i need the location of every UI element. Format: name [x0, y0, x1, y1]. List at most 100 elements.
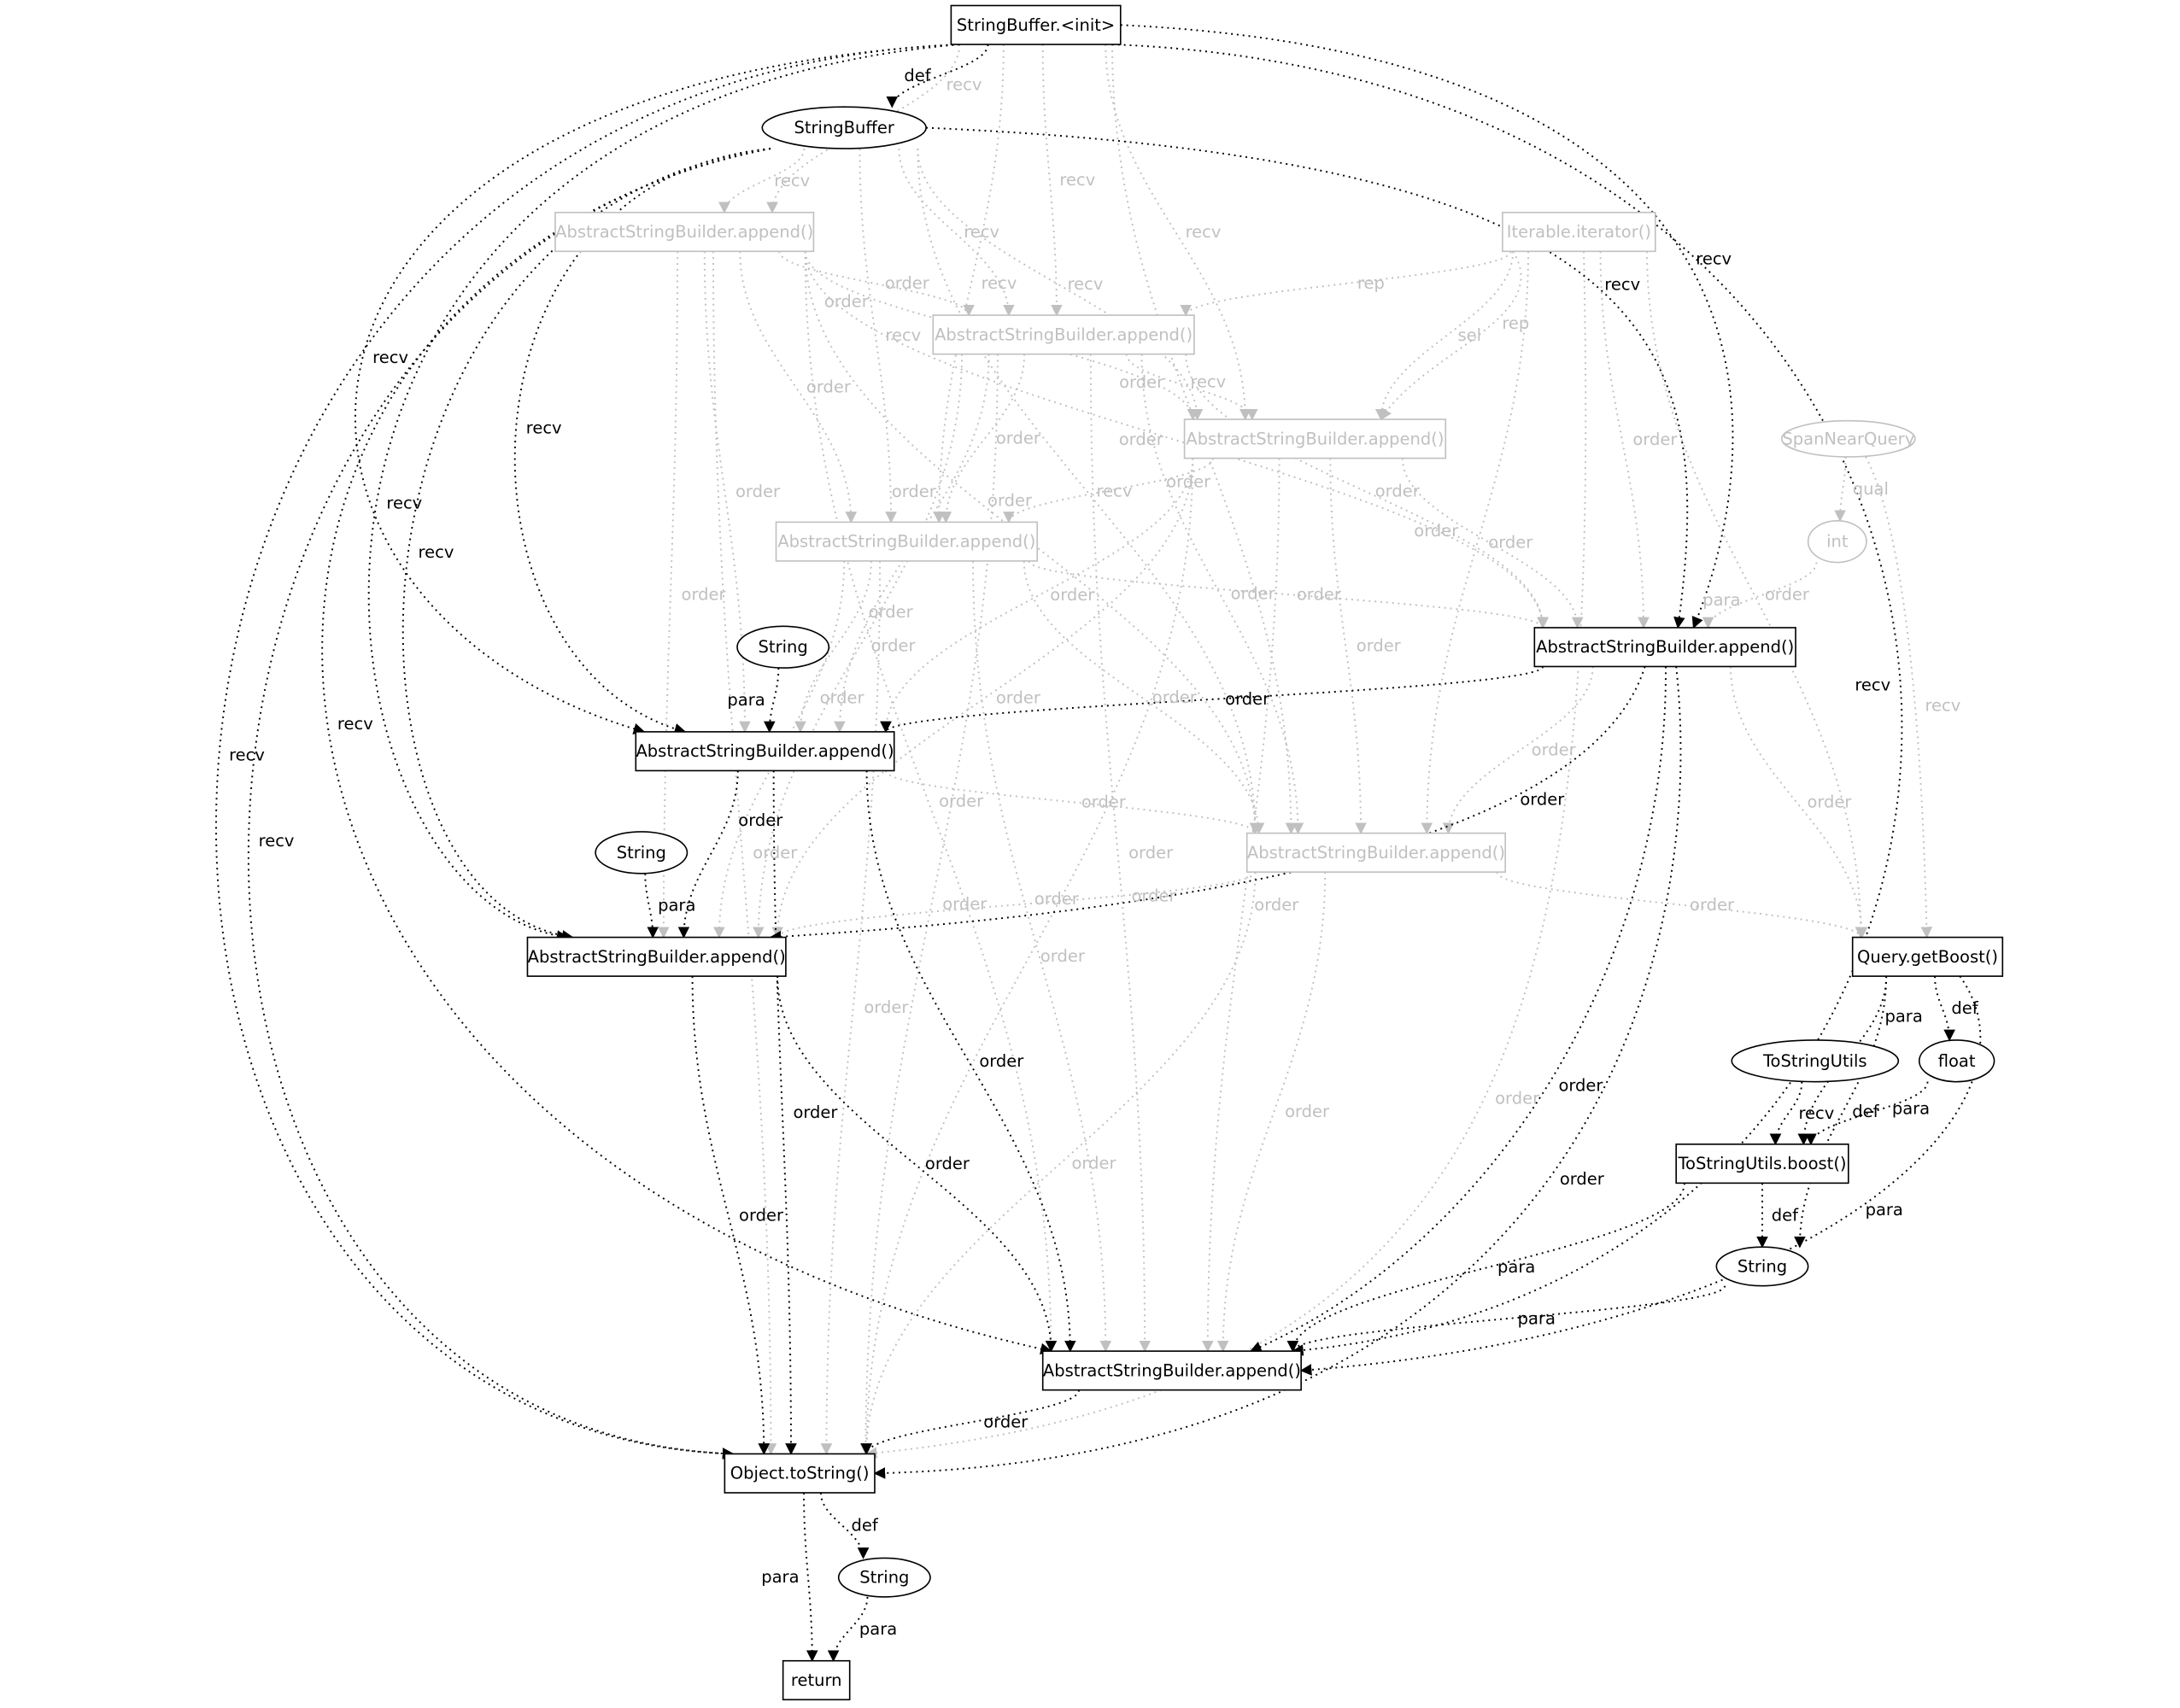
graph-node-n17[interactable]: float	[1918, 1039, 1995, 1083]
edge-label: order	[1152, 687, 1198, 707]
edge-path	[778, 251, 975, 317]
edge-label: order	[1558, 1075, 1603, 1095]
edge-label: order	[1119, 372, 1164, 392]
edge-label: order	[1495, 1089, 1540, 1108]
graph-node-n1[interactable]: StringBuffer	[761, 106, 927, 149]
edge-path	[940, 354, 1026, 524]
node-ellipse	[1715, 1246, 1809, 1287]
graph-node-n7[interactable]: int	[1807, 519, 1867, 564]
node-box	[724, 1453, 876, 1494]
graph-node-n23[interactable]: return	[782, 1659, 851, 1701]
edge-path	[752, 354, 963, 939]
graph-edge-order	[1185, 354, 1549, 629]
graph-node-n19[interactable]: String	[1715, 1246, 1809, 1287]
edge-path	[1105, 44, 1251, 421]
edge-label: order	[1231, 584, 1276, 604]
graph-edge-order	[752, 354, 963, 939]
edge-path	[820, 560, 882, 1455]
graph-node-n10[interactable]: String	[736, 625, 830, 669]
edge-path	[1934, 976, 1955, 1042]
edge-label: para	[658, 896, 695, 915]
edge-label: order	[820, 688, 865, 708]
edge-label: recv	[1068, 274, 1104, 294]
edge-label: order	[1690, 895, 1735, 915]
graph-node-n15[interactable]: Query.getBoost()	[1851, 936, 2004, 977]
graph-node-n3[interactable]: Iterable.iterator()	[1502, 211, 1656, 253]
edge-path	[834, 354, 990, 734]
graph-node-n11[interactable]: AbstractStringBuilder.append()	[635, 731, 895, 772]
graph-node-n22[interactable]: String	[837, 1557, 931, 1598]
edge-path	[401, 148, 771, 942]
edge-label: para	[1497, 1257, 1535, 1277]
graph-edge-order	[1028, 560, 1549, 629]
graph-node-n0[interactable]: StringBuffer.<init>	[950, 4, 1122, 45]
graph-node-n21[interactable]: Object.toString()	[724, 1453, 876, 1494]
graph-edge-order	[859, 354, 999, 1455]
edge-label: recv	[1925, 696, 1960, 716]
graph-node-n14[interactable]: AbstractStringBuilder.append()	[526, 936, 787, 977]
graph-node-n2[interactable]: AbstractStringBuilder.append()	[554, 211, 815, 253]
edge-path	[691, 976, 771, 1455]
edge-label: order	[1225, 689, 1270, 709]
graph-edge-order	[778, 251, 975, 317]
edge-path	[771, 458, 1194, 939]
edge-path	[1730, 666, 1868, 939]
node-box	[1502, 211, 1656, 253]
active-edges	[215, 24, 1982, 1663]
edge-label: recv	[982, 273, 1017, 293]
node-label: AbstractStringBuilder.append()	[1247, 843, 1505, 863]
graph-edge-recv	[1120, 24, 1734, 629]
graph-node-n20[interactable]: AbstractStringBuilder.append()	[1041, 1350, 1302, 1391]
edge-label: para	[1702, 590, 1740, 610]
edge-path	[321, 148, 1052, 1355]
edge-path	[859, 354, 999, 1455]
node-box	[635, 731, 895, 772]
graph-node-n8[interactable]: AbstractStringBuilder.append()	[775, 521, 1039, 562]
edge-label: order	[1520, 790, 1565, 810]
edge-label: def	[852, 1516, 879, 1535]
graph-node-n16[interactable]: ToStringUtils	[1731, 1039, 1900, 1083]
graph-node-n6[interactable]: SpanNearQuery	[1780, 419, 1916, 458]
graph-edge-order	[712, 251, 777, 1455]
node-ellipse	[837, 1557, 931, 1598]
graph-edge-order	[1023, 560, 1265, 834]
graph-node-n9[interactable]: AbstractStringBuilder.append()	[1533, 627, 1796, 668]
node-label: Object.toString()	[730, 1464, 870, 1483]
edge-label: order	[1254, 895, 1299, 915]
graph-edge-recv	[1865, 456, 1933, 939]
node-label: AbstractStringBuilder.append()	[1043, 1360, 1301, 1380]
graph-edge-order	[873, 666, 1682, 1479]
edge-path	[367, 44, 960, 942]
edge-label: order	[1560, 1169, 1605, 1189]
edge-label: order	[1357, 636, 1402, 656]
graph-edge-order	[834, 354, 990, 734]
graph-edge-order	[1201, 458, 1280, 1353]
edge-path	[763, 668, 780, 734]
node-label: AbstractStringBuilder.append()	[1186, 429, 1444, 448]
edge-path	[769, 666, 1646, 943]
graph-edge-recv	[215, 44, 960, 1459]
node-label: int	[1826, 532, 1849, 552]
node-ellipse	[761, 106, 927, 149]
graph-node-n18[interactable]: ToStringUtils.boost()	[1675, 1144, 1849, 1184]
edge-path	[880, 458, 1194, 734]
node-ellipse	[736, 625, 830, 669]
edge-path	[860, 458, 1194, 1455]
graph-edge-order	[1089, 354, 1152, 1353]
graph-edge-para	[644, 873, 659, 939]
edge-path	[1646, 251, 1867, 939]
edge-path	[1111, 44, 1298, 834]
graph-edge-order	[769, 666, 1646, 943]
graph-node-n5[interactable]: AbstractStringBuilder.append()	[1183, 418, 1447, 459]
edge-path	[247, 148, 771, 1459]
edge-label: order	[1488, 532, 1533, 552]
edge-path	[1769, 1081, 1803, 1146]
graph-node-n12[interactable]: String	[595, 831, 689, 874]
graph-edge-recv	[355, 44, 960, 735]
graph-edge-order	[880, 458, 1194, 734]
graph-node-n13[interactable]: AbstractStringBuilder.append()	[1245, 832, 1506, 873]
graph-edge-para	[763, 668, 780, 734]
graph-edge-order	[880, 665, 1544, 734]
graph-node-n4[interactable]: AbstractStringBuilder.append()	[932, 314, 1195, 355]
edge-path	[1496, 871, 1867, 939]
